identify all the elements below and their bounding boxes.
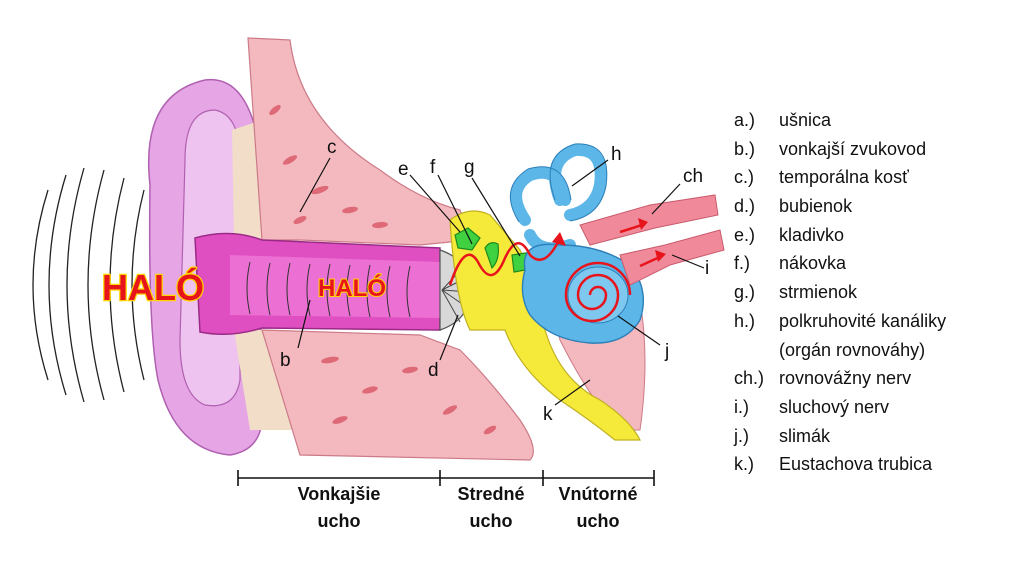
section-inner-line1: Vnútorné	[559, 484, 638, 504]
legend-text: polkruhovité kanáliky	[779, 310, 947, 331]
part-labels: c e f g h ch i j k b d	[280, 137, 709, 425]
legend: a.) ušnica b.) vonkajší zvukovod c.) tempor…	[734, 106, 1019, 479]
legend-item-i: i.) sluchový nerv	[734, 393, 1019, 422]
legend-item-c: c.) temporálna kosť	[734, 163, 1019, 192]
label-d: d	[428, 360, 439, 381]
semicircular-canals-outline	[509, 143, 608, 223]
ear-canal	[194, 232, 441, 335]
legend-key: b.)	[734, 138, 756, 159]
section-inner-line2: ucho	[577, 511, 620, 531]
legend-item-e: e.) kladivko	[734, 221, 1019, 250]
nerves	[579, 194, 725, 286]
legend-key: e.)	[734, 224, 756, 245]
legend-item-d: d.) bubienok	[734, 192, 1019, 221]
legend-item-h-note: (orgán rovnováhy)	[734, 336, 1019, 365]
label-e: e	[398, 159, 409, 180]
legend-key: f.)	[734, 253, 750, 274]
section-middle-line2: ucho	[470, 511, 513, 531]
section-middle-line1: Stredné	[457, 484, 524, 504]
label-i: i	[705, 258, 709, 279]
label-j: j	[664, 341, 669, 362]
legend-item-ch: ch.) rovnovážny nerv	[734, 364, 1019, 393]
leader-lines	[297, 157, 705, 406]
sound-word-outer: HALÓ	[102, 266, 204, 308]
label-b: b	[280, 350, 291, 371]
legend-text: slimák	[779, 425, 831, 446]
legend-key: j.)	[734, 425, 749, 446]
legend-text: nákovka	[779, 253, 847, 274]
section-outer-line2: ucho	[318, 511, 361, 531]
legend-key: k.)	[734, 454, 754, 475]
section-scale	[237, 470, 655, 486]
legend-text: strmienok	[779, 282, 858, 303]
legend-item-a: a.) ušnica	[734, 106, 1019, 135]
legend-key: c.)	[734, 167, 754, 188]
arrowheads	[552, 218, 666, 262]
legend-text: ušnica	[779, 110, 832, 130]
section-labels: Vonkajšie ucho Stredné ucho Vnútorné uch…	[298, 484, 638, 531]
label-ch: ch	[683, 166, 703, 187]
sound-word-inner: HALÓ	[318, 274, 386, 302]
legend-item-k: k.) Eustachova trubica	[734, 450, 1019, 479]
legend-text: rovnovážny nerv	[779, 368, 912, 389]
label-f: f	[430, 157, 436, 178]
legend-item-h: h.) polkruhovité kanáliky	[734, 307, 1019, 336]
section-outer-line1: Vonkajšie	[298, 484, 381, 504]
legend-text: (orgán rovnováhy)	[779, 339, 926, 360]
legend-item-g: g.) strmienok	[734, 278, 1019, 307]
legend-key: h.)	[734, 310, 756, 331]
legend-text: vonkajší zvukovod	[779, 138, 927, 159]
legend-text: bubienok	[779, 196, 853, 217]
legend-text: Eustachova trubica	[779, 454, 933, 475]
legend-key: a.)	[734, 110, 756, 130]
legend-key: i.)	[734, 396, 749, 417]
label-h: h	[611, 144, 622, 165]
legend-item-f: f.) nákovka	[734, 249, 1019, 278]
legend-text: kladivko	[779, 224, 845, 245]
label-c: c	[327, 137, 337, 158]
legend-key	[734, 336, 779, 365]
legend-item-j: j.) slimák	[734, 422, 1019, 451]
legend-key: d.)	[734, 196, 756, 217]
legend-key: ch.)	[734, 368, 765, 389]
legend-text: sluchový nerv	[779, 396, 890, 417]
legend-key: g.)	[734, 282, 756, 303]
label-k: k	[543, 404, 553, 425]
legend-item-b: b.) vonkajší zvukovod	[734, 135, 1019, 164]
label-g: g	[464, 157, 475, 178]
legend-text: temporálna kosť	[779, 167, 909, 188]
